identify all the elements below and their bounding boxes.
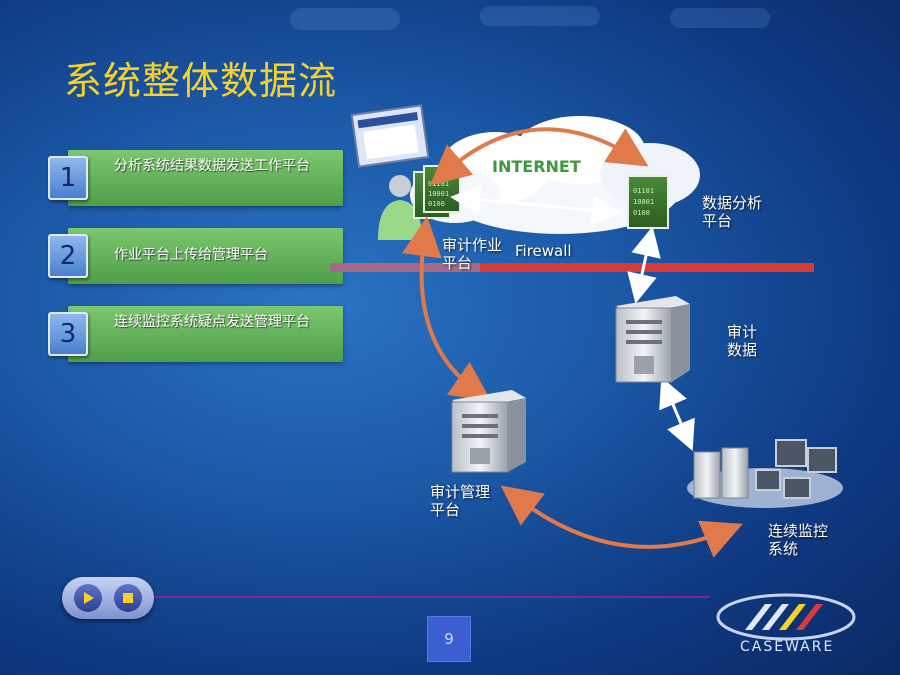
play-icon [84, 592, 94, 604]
audit-data-label: 审计数据 [727, 323, 758, 359]
arrow-work-to-management [402, 216, 492, 402]
step-2-box: 2 作业平台上传给管理平台 [48, 228, 343, 284]
arrow-data-to-monitoring [659, 376, 695, 452]
background-streak [670, 8, 770, 28]
caseware-logo-text: CASEWARE [740, 639, 835, 655]
file-digits-1: 01101 [428, 180, 449, 188]
play-button[interactable] [74, 584, 102, 612]
slide-nav-controls [62, 577, 154, 619]
step-1-text: 分析系统结果数据发送工作平台 [114, 158, 310, 174]
step-3-text: 连续监控系统疑点发送管理平台 [114, 314, 310, 330]
firewall-band [330, 263, 814, 272]
background-streak [290, 8, 400, 30]
file-digits-2: 10001 [428, 190, 449, 198]
data-analysis-platform-label: 数据分析平台 [702, 194, 763, 230]
step-1-box: 1 分析系统结果数据发送工作平台 [48, 150, 343, 206]
internet-label: INTERNET [492, 157, 581, 176]
step-2-text: 作业平台上传给管理平台 [114, 247, 268, 263]
continuous-monitoring-label: 连续监控系统 [768, 522, 829, 558]
footer-divider [140, 596, 710, 598]
audit-management-platform-label: 审计管理平台 [430, 483, 491, 519]
data-file-icon-left: 01101 10001 0100 [413, 165, 461, 219]
arrow-internet-exchange [450, 184, 622, 226]
arrow-monitoring-to-management [500, 485, 743, 558]
monitoring-cluster-icon [687, 439, 843, 508]
page-number: 9 [427, 616, 471, 662]
audit-work-platform-label: 审计作业平台 [442, 236, 503, 272]
arrow-internet-arc [429, 127, 649, 186]
file-digits-right-2: 10001 [633, 198, 654, 206]
background-streak [480, 6, 600, 26]
step-1-number: 1 [48, 156, 88, 200]
arrow-analysis-to-data [627, 226, 661, 304]
data-file-icon-right: 01101 10001 0100 [627, 175, 669, 229]
firewall-label: Firewall [515, 242, 572, 260]
management-server-icon [451, 390, 526, 473]
step-3-box: 3 连续监控系统疑点发送管理平台 [48, 306, 343, 362]
stop-icon [123, 593, 133, 603]
slide-title: 系统整体数据流 [64, 59, 338, 103]
file-digits-right-1: 01101 [633, 187, 654, 195]
caseware-logo-icon [716, 593, 856, 641]
step-3-number: 3 [48, 312, 88, 356]
computer-screen-icon [350, 104, 430, 168]
audit-data-server-icon [615, 296, 690, 383]
stop-button[interactable] [114, 584, 142, 612]
file-digits-right-3: 0100 [633, 209, 650, 217]
step-2-number: 2 [48, 234, 88, 278]
file-digits-3: 0100 [428, 200, 445, 208]
